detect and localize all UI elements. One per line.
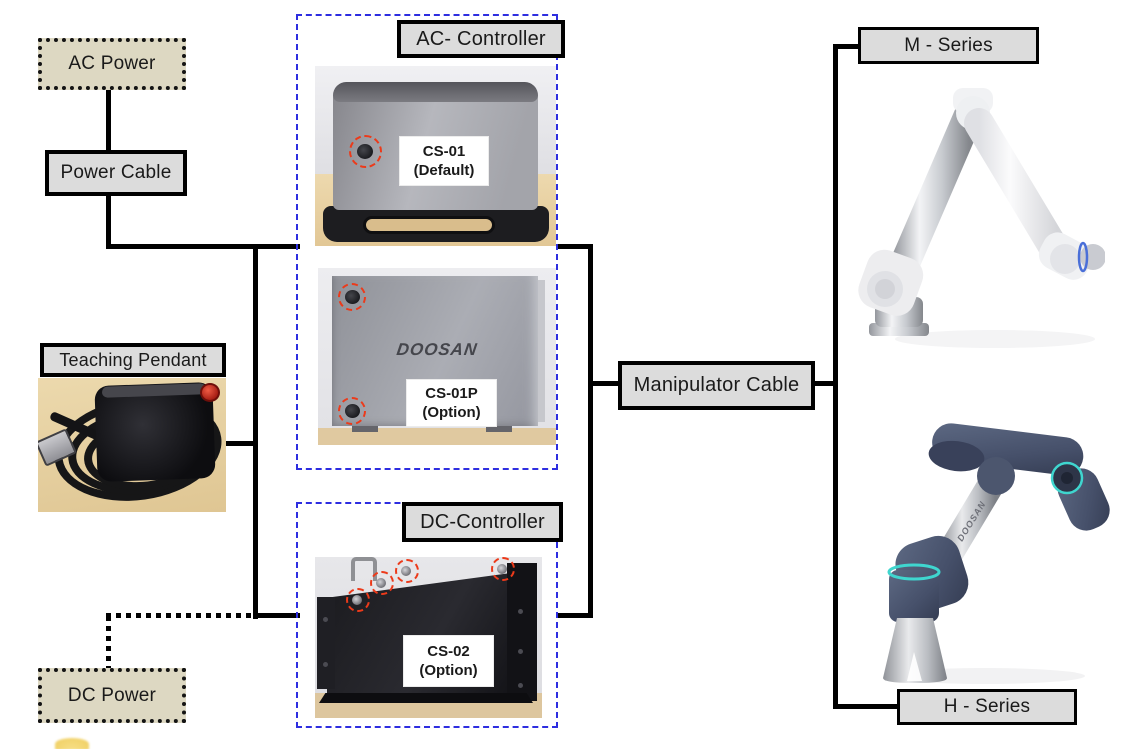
h-robot-base-teal-ring-icon <box>887 563 941 581</box>
power-cable-label: Power Cable <box>60 162 172 183</box>
node-power-cable: Power Cable <box>45 150 187 196</box>
h-robot-wrist-hub <box>1061 472 1073 484</box>
cs02-mount-flange-right <box>507 563 537 701</box>
m-robot-shoulder-hub <box>875 279 895 299</box>
cs02-model: CS-02 <box>427 642 470 660</box>
cs01-device-top <box>333 82 538 102</box>
m-robot-wrist-joint <box>1050 244 1080 274</box>
cs01-highlight-ring-icon <box>349 135 382 168</box>
line-trunk-to-manipcable <box>590 381 620 386</box>
cropped-note-icon <box>55 738 89 749</box>
h-robot-top-arm-lobe <box>928 440 985 472</box>
h-robot-teal-ring-icon <box>1050 461 1084 495</box>
ac-controller-frame <box>296 14 558 470</box>
line-trunk-to-dccontroller <box>253 613 300 618</box>
cs01p-device-edge <box>538 280 545 422</box>
cs01p-model: CS-01P <box>425 384 478 402</box>
cs01p-foot <box>352 426 378 432</box>
cs02-highlight-ring-icon <box>491 557 515 581</box>
cs01p-highlight-ring-icon <box>338 283 366 311</box>
node-h-series: H - Series <box>897 689 1077 725</box>
h-series-label: H - Series <box>943 696 1031 717</box>
photo-wood-table <box>318 428 556 445</box>
robot-shadow <box>895 330 1095 348</box>
cs01-base-handle-hole <box>363 216 495 234</box>
h-robot-base-link <box>889 570 939 622</box>
m-robot-blue-ring-icon <box>1077 241 1089 273</box>
teaching-pendant-photo <box>38 378 226 512</box>
cs02-caption: CS-02 (Option) <box>404 636 493 686</box>
cs02-highlight-ring-icon <box>346 588 370 612</box>
cs02-rivet <box>518 649 523 654</box>
node-manipulator-cable: Manipulator Cable <box>618 361 815 410</box>
cs02-rivet <box>323 617 328 622</box>
node-dc-controller: DC-Controller <box>402 502 563 542</box>
cs01-caption: CS-01 (Default) <box>400 137 488 185</box>
line-right-trunk <box>833 44 838 709</box>
line-acpower-to-powercable <box>106 88 111 152</box>
h-robot-base-notch <box>907 652 922 681</box>
dotted-line-dcpower-to-trunk <box>106 613 256 618</box>
cs02-rivet <box>518 609 523 614</box>
cs02-rivet <box>323 662 328 667</box>
m-robot-end-flange <box>1080 244 1105 270</box>
dotted-line-dcpower-up <box>106 616 111 668</box>
dc-power-label: DC Power <box>67 684 157 706</box>
node-dc-power: DC Power <box>38 668 186 723</box>
cs02-highlight-ring-icon <box>370 571 394 595</box>
line-left-trunk <box>253 244 258 619</box>
node-teaching-pendant: Teaching Pendant <box>40 343 226 377</box>
cs02-mount-flange-left <box>317 597 335 689</box>
line-powercable-down <box>106 194 111 246</box>
cs01p-variant: (Option) <box>422 404 481 421</box>
cs01p-caption: CS-01P (Option) <box>407 380 496 426</box>
node-m-series: M - Series <box>858 27 1039 64</box>
h-series-robot-photo: DOOSAN <box>883 423 1110 684</box>
ac-power-label: AC Power <box>68 53 156 74</box>
m-series-label: M - Series <box>904 34 993 56</box>
line-pendant-to-trunk <box>226 441 258 446</box>
cs02-highlight-ring-icon <box>395 559 419 583</box>
manipulator-cable-label: Manipulator Cable <box>633 374 800 396</box>
line-mid-trunk <box>588 244 593 618</box>
line-manipcable-to-right-trunk <box>813 381 838 386</box>
emergency-stop-button-icon <box>200 383 220 402</box>
cs01p-highlight-ring-icon <box>338 397 366 425</box>
line-to-mseries <box>833 44 861 49</box>
teaching-pendant-label: Teaching Pendant <box>59 349 207 370</box>
cs02-foot-bar <box>319 693 533 703</box>
node-ac-power: AC Power <box>38 38 186 90</box>
node-ac-controller: AC- Controller <box>397 20 565 58</box>
line-to-hseries <box>833 704 900 709</box>
ac-controller-label: AC- Controller <box>416 27 546 50</box>
cs01p-foot <box>486 426 512 432</box>
h-robot-elbow <box>977 457 1015 495</box>
doosan-logo: DOOSAN <box>395 340 479 359</box>
cs02-handle <box>351 557 377 581</box>
line-dccontroller-out <box>558 613 593 618</box>
cs01-model: CS-01 <box>422 142 466 160</box>
m-robot-upper-arm <box>964 108 1072 268</box>
m-series-robot-photo <box>858 88 1105 348</box>
h-robot-base-cone <box>883 618 947 683</box>
dc-controller-label: DC-Controller <box>420 510 545 533</box>
line-power-to-accontroller <box>106 244 300 249</box>
line-accontroller-out <box>558 244 593 249</box>
cs02-variant: (Option) <box>419 662 478 679</box>
cs02-rivet <box>518 683 523 688</box>
cs01-variant: (Default) <box>413 162 475 179</box>
